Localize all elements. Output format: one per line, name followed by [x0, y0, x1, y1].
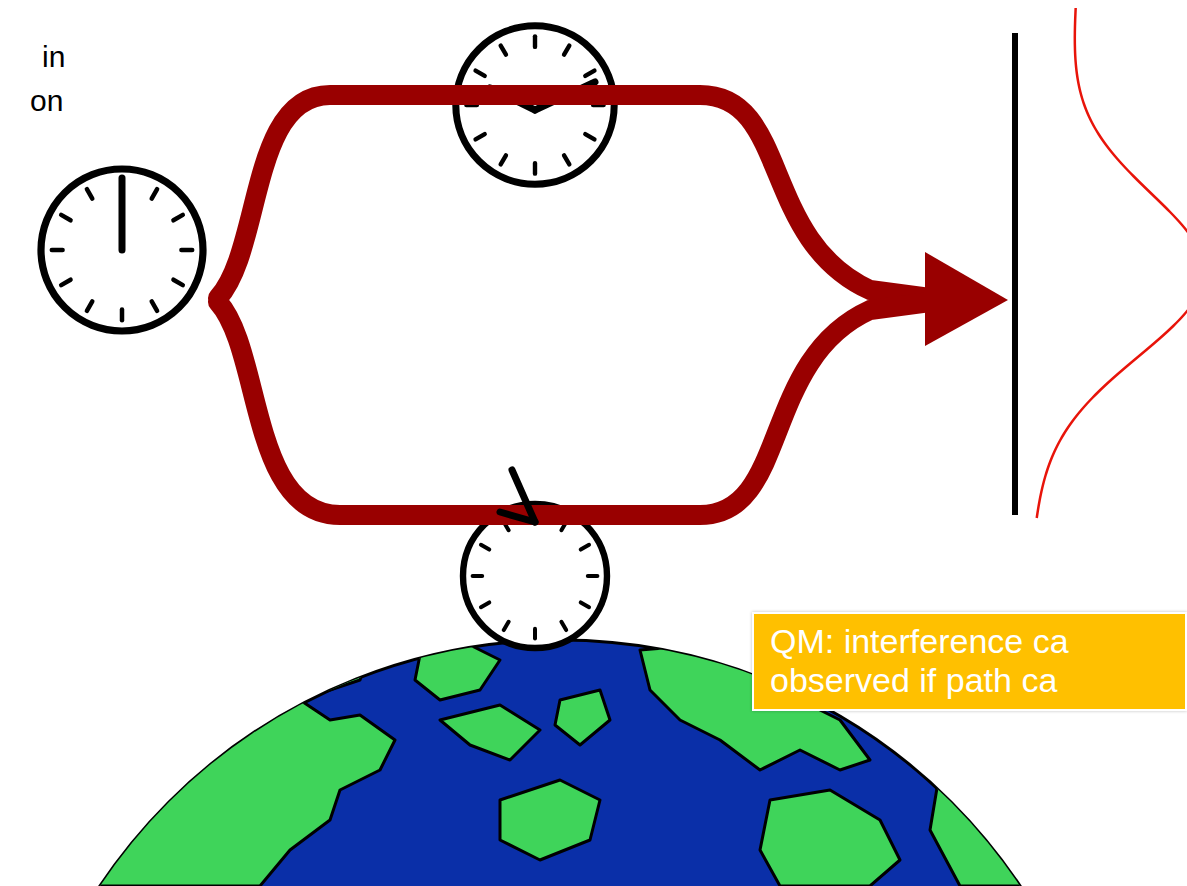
lower-path-clock [463, 504, 607, 648]
note-text: QM: interference ca observed if path ca [770, 622, 1171, 700]
partial-word: in [42, 40, 65, 73]
note-box: QM: interference ca observed if path ca [752, 612, 1187, 711]
partial-word: on [30, 84, 63, 117]
detector-screen [1012, 33, 1018, 515]
interferometer-paths [218, 95, 930, 515]
interference-pattern [1037, 8, 1187, 518]
lower-clock-hands [500, 470, 535, 522]
arrowhead [925, 252, 1008, 346]
start-clock [41, 169, 203, 331]
